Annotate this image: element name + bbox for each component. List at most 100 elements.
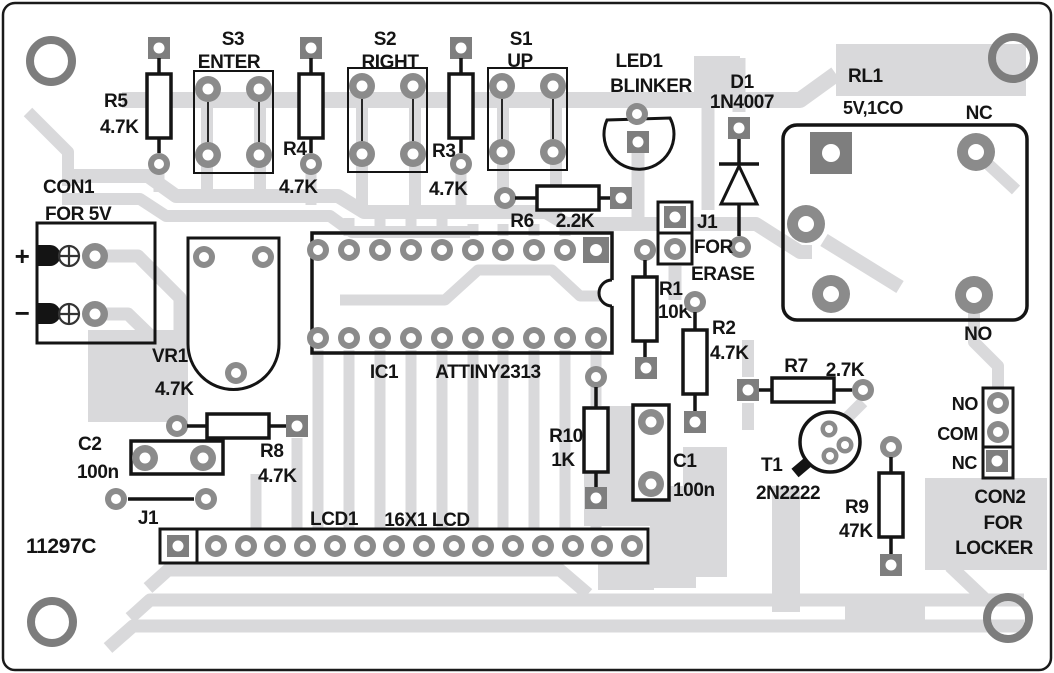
pad [252,246,274,268]
label-minus: − [15,298,30,328]
pad [472,535,494,557]
relay-outline [781,123,1029,322]
trace [312,350,602,529]
pad [369,327,391,349]
notch-mask [599,280,625,306]
pad [264,535,286,557]
label-rl1-nc: NC [966,103,993,124]
ic1-attiny2313: IC1 ATTINY2313 [307,231,625,383]
pad [195,142,221,168]
pad [225,362,247,384]
diode-triangle [718,162,760,206]
pad [621,535,643,557]
relay-rl1: RL1 5V,1CO NC NO [781,66,1029,345]
label-con2-for: FOR [984,513,1024,534]
transistor-t1: T1 2N2222 [756,410,862,504]
pad [354,535,376,557]
switch-lines [361,99,414,141]
mounting-hole [27,597,77,647]
pad [324,535,346,557]
pad [431,239,453,261]
trace [143,563,593,599]
resistor-body [877,471,905,539]
value-ic1: ATTINY2313 [435,362,540,383]
pad [638,409,664,435]
label-r5: R5 [104,91,128,112]
pad [195,488,217,510]
label-rl1-no: NO [964,324,992,345]
pad [286,415,308,437]
mounting-hole [26,36,76,86]
diode-d1: D1 1N4007 [710,72,774,258]
value-r4: 4.7K [279,177,318,198]
switch-s3: S3 ENTER [193,29,274,174]
resistor-r3: R3 4.7K [429,37,475,200]
pad [246,142,272,168]
pad-hole [822,144,840,162]
pad [820,420,838,438]
pad [167,535,189,557]
trace [103,619,1024,653]
pad [307,239,329,261]
pad [489,139,515,165]
terminal-plus [38,245,61,266]
label-con1: CON1 [43,177,95,198]
value-r7: 2.7K [826,360,865,381]
pad [540,73,566,99]
pad [634,239,656,261]
pad [583,237,609,263]
pad [431,327,453,349]
pad [591,535,613,557]
label-r2: R2 [712,318,736,339]
resistor-r6: R6 2.2K [494,184,632,232]
value-r5: 4.7K [100,117,139,138]
value-vr1: 4.7K [155,379,194,400]
label-vr1: VR1 [152,346,189,367]
value-r6: 2.2K [556,211,595,232]
board-id: 11297C [26,535,96,558]
label-j1-erase: J1 [697,212,718,233]
label-j1-erase-fn: ERASE [691,264,754,285]
label-r9: R9 [845,497,869,518]
label-con2-com: COM [937,424,978,444]
resistor-body [297,72,325,140]
switch-s1: S1 UP [487,29,568,171]
pad [532,535,554,557]
resistor-body [535,184,601,212]
screw-cross [59,246,79,266]
label-rl1: RL1 [848,66,884,87]
pad [957,133,995,171]
pad [195,76,221,102]
copper-pour [772,486,800,612]
label-c1: C1 [673,451,697,472]
label-s1-fn: UP [507,51,533,72]
pad [787,205,825,243]
value-r1: 10K [658,302,692,323]
trace [945,561,993,607]
value-d1: 1N4007 [710,92,774,113]
value-r10: 1K [551,450,575,471]
pad [193,246,215,268]
value-lcd1: 16X1 LCD [384,510,470,531]
pad [492,239,514,261]
switch-outline [487,67,568,171]
pad [562,535,584,557]
value-r2: 4.7K [710,343,749,364]
pad [610,187,632,209]
switch-lines [501,99,554,139]
pad [349,141,375,167]
pad [369,239,391,261]
pad [585,366,607,388]
copper-pour [650,486,696,588]
label-r6: R6 [510,211,534,232]
pad [205,535,227,557]
mounting-holes [26,33,1038,647]
trace [23,107,74,186]
pad [443,535,465,557]
mounting-hole [983,593,1033,643]
label-con2-nc: NC [952,453,978,473]
label-con2-no: NO [952,394,979,414]
pad [684,291,706,313]
pad [148,153,170,175]
